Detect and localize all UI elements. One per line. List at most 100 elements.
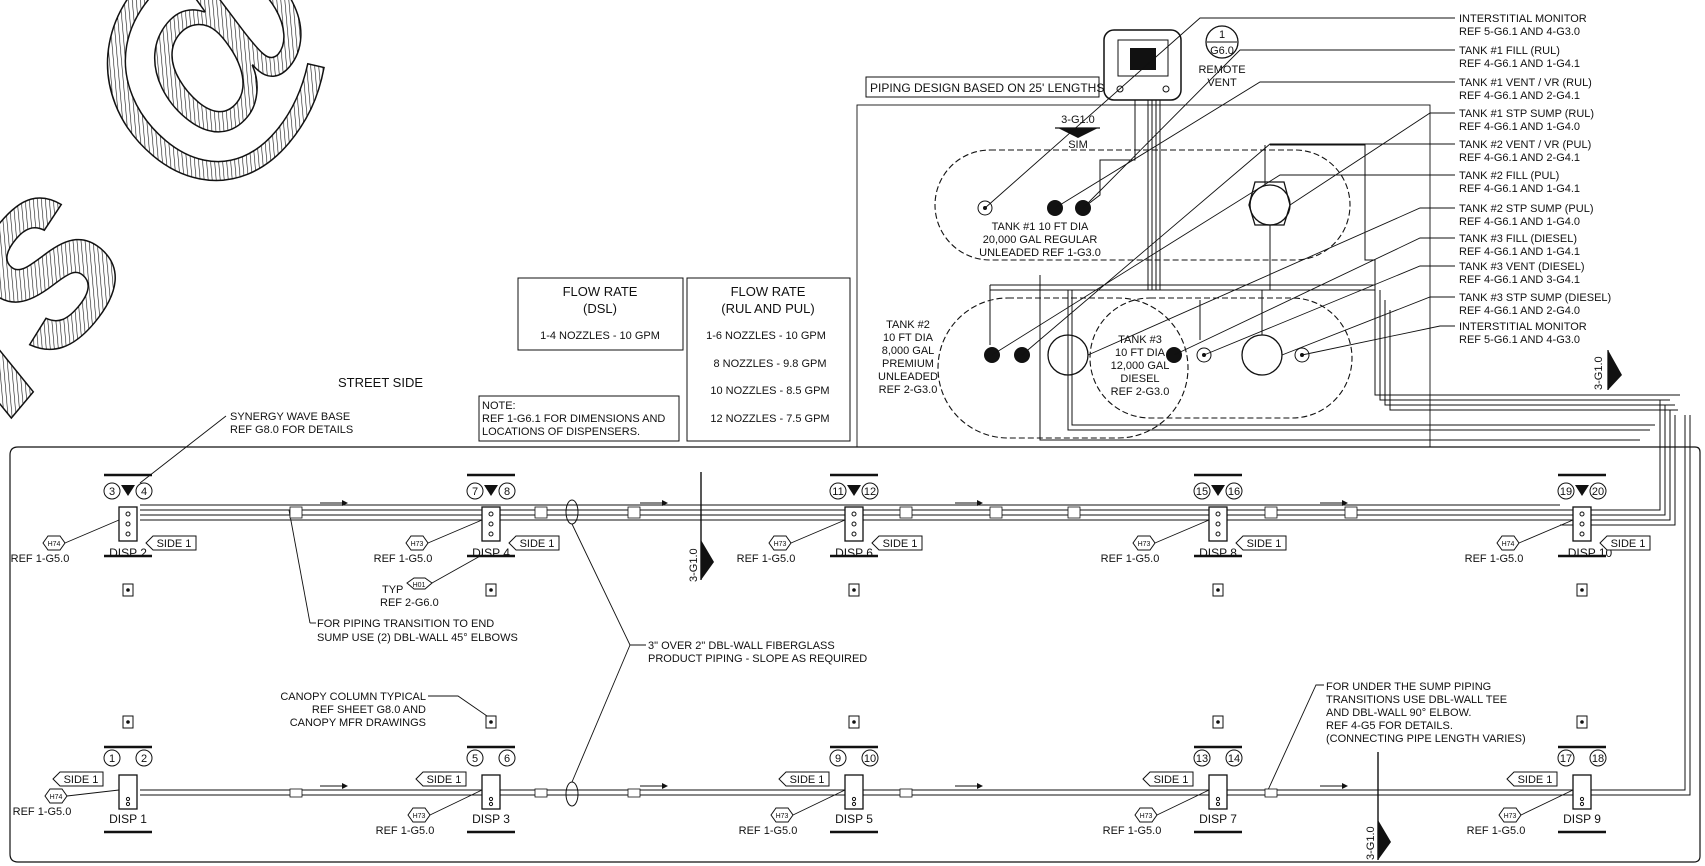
svg-text:REF 4-G5 FOR DETAILS.: REF 4-G5 FOR DETAILS. bbox=[1326, 720, 1453, 732]
flow-rate-dsl-table: FLOW RATE (DSL) 1-4 NOZZLES - 10 GPM bbox=[517, 277, 684, 351]
svg-text:UNLEADED: UNLEADED bbox=[878, 371, 938, 383]
equipment-ref: REF 1-G5.0 bbox=[1101, 553, 1160, 565]
dispenser-name: DISP 4 bbox=[472, 546, 510, 560]
pipe-coupling bbox=[1264, 506, 1278, 519]
equipment-tag: H74 bbox=[48, 541, 61, 548]
svg-text:PREMIUM: PREMIUM bbox=[882, 358, 934, 370]
equipment-tag: H73 bbox=[776, 813, 789, 820]
canopy-column-center bbox=[126, 720, 130, 724]
svg-text:CANOPY MFR DRAWINGS: CANOPY MFR DRAWINGS bbox=[290, 717, 426, 729]
nozzle-number-left: 13 bbox=[1196, 753, 1208, 765]
nozzle-port bbox=[851, 531, 857, 537]
svg-text:REF SHEET G8.0 AND: REF SHEET G8.0 AND bbox=[312, 704, 426, 716]
flow-arrow-head bbox=[1342, 783, 1348, 789]
side-label: SIDE 1 bbox=[64, 774, 99, 786]
nozzle-number-right: 2 bbox=[141, 753, 147, 765]
nozzle-number-right: 18 bbox=[1592, 753, 1604, 765]
dispenser-body bbox=[481, 774, 501, 810]
nozzle-port bbox=[1579, 531, 1585, 537]
svg-text:REF 4-G6.1 AND 3-G4.1: REF 4-G6.1 AND 3-G4.1 bbox=[1459, 274, 1580, 286]
dispenser-name: DISP 5 bbox=[835, 812, 873, 826]
pipe-coupling bbox=[627, 506, 641, 519]
svg-text:3" OVER 2" DBL-WALL FIBERGLASS: 3" OVER 2" DBL-WALL FIBERGLASS bbox=[648, 640, 835, 652]
svg-text:(DSL): (DSL) bbox=[583, 301, 617, 316]
piping-group-marker-bottom bbox=[565, 781, 579, 807]
equipment-tag-leader bbox=[790, 519, 846, 544]
svg-text:REF 4-G6.1 AND 2-G4.1: REF 4-G6.1 AND 2-G4.1 bbox=[1459, 152, 1580, 164]
svg-text:TANK #3 STP SUMP (DIESEL): TANK #3 STP SUMP (DIESEL) bbox=[1459, 292, 1611, 304]
piping-design-note-box bbox=[865, 76, 1100, 98]
svg-text:REF 2-G6.0: REF 2-G6.0 bbox=[380, 597, 439, 609]
nozzle-number-bubble bbox=[135, 749, 153, 767]
nozzle-number-bubble bbox=[829, 482, 847, 500]
nozzle-port bbox=[1579, 796, 1585, 802]
side-label-tag bbox=[1599, 535, 1651, 551]
nozzle-number-bubble bbox=[1557, 482, 1575, 500]
svg-text:REF 5-G6.1 AND 4-G3.0: REF 5-G6.1 AND 4-G3.0 bbox=[1459, 334, 1580, 346]
dispenser-body bbox=[1208, 774, 1228, 810]
nozzle-port bbox=[1215, 521, 1221, 527]
tank-pit bbox=[856, 104, 1431, 448]
equipment-tag-leader bbox=[1518, 519, 1574, 544]
nozzle-number-bubble bbox=[1225, 749, 1243, 767]
nozzle-number-left: 5 bbox=[472, 753, 478, 765]
tank-2 bbox=[937, 297, 1189, 439]
synergy-base-marker bbox=[847, 485, 861, 496]
equipment-ref: REF 1-G5.0 bbox=[1103, 825, 1162, 837]
equipment-tag-leader bbox=[427, 519, 483, 544]
svg-text:SUMP USE (2) DBL-WALL 45° ELBO: SUMP USE (2) DBL-WALL 45° ELBOWS bbox=[317, 632, 518, 644]
pipe-coupling bbox=[899, 788, 913, 798]
side-label: SIDE 1 bbox=[1518, 774, 1553, 786]
pipe-coupling bbox=[899, 506, 913, 519]
nozzle-number-right: 14 bbox=[1228, 753, 1240, 765]
pipe-coupling bbox=[989, 506, 1003, 519]
pipe-coupling bbox=[1264, 788, 1278, 798]
nozzle-number-bubble bbox=[1589, 749, 1607, 767]
svg-text:REF 4-G6.1 AND 1-G4.1: REF 4-G6.1 AND 1-G4.1 bbox=[1459, 183, 1580, 195]
nozzle-number-left: 3 bbox=[109, 486, 115, 498]
equipment-tag: H73 bbox=[774, 541, 787, 548]
nozzle-number-left: 9 bbox=[835, 753, 841, 765]
svg-text:3-G1.0: 3-G1.0 bbox=[688, 548, 700, 582]
svg-text:10 FT DIA: 10 FT DIA bbox=[883, 332, 934, 344]
side-label-tag bbox=[1142, 771, 1194, 787]
svg-text:REF 2-G3.0: REF 2-G3.0 bbox=[879, 384, 938, 396]
nozzle-number-left: 7 bbox=[472, 486, 478, 498]
equipment-ref: REF 1-G5.0 bbox=[376, 825, 435, 837]
flow-arrow-head bbox=[662, 783, 668, 789]
nozzle-number-right: 4 bbox=[141, 486, 147, 498]
svg-text:REF G8.0 FOR DETAILS: REF G8.0 FOR DETAILS bbox=[230, 424, 353, 436]
remote-vent: 1 G6.0 REMOTE VENT bbox=[1103, 25, 1246, 101]
side-label: SIDE 1 bbox=[1611, 538, 1646, 550]
tank-piping bbox=[989, 100, 1691, 796]
pipe-coupling bbox=[627, 788, 641, 798]
nozzle-number-left: 17 bbox=[1560, 753, 1572, 765]
equipment-ref: REF 1-G5.0 bbox=[13, 806, 72, 818]
nozzle-number-bubble bbox=[861, 749, 879, 767]
remote-vent-ref: G6.0 bbox=[1210, 45, 1234, 57]
nozzle-number-bubble bbox=[1193, 749, 1211, 767]
svg-text:FLOW RATE: FLOW RATE bbox=[731, 284, 806, 299]
svg-text:TANK #2 FILL (PUL): TANK #2 FILL (PUL) bbox=[1459, 170, 1559, 182]
svg-text:TANK #1 STP SUMP (RUL): TANK #1 STP SUMP (RUL) bbox=[1459, 108, 1594, 120]
equipment-tag: H73 bbox=[1140, 813, 1153, 820]
svg-text:TANK #2 VENT / VR (PUL): TANK #2 VENT / VR (PUL) bbox=[1459, 139, 1591, 151]
section-mark-middle: 3-G1.0 bbox=[688, 472, 714, 582]
equipment-tag-leader bbox=[1154, 519, 1210, 544]
nozzle-port bbox=[488, 511, 494, 517]
equipment-tag-leader bbox=[1156, 789, 1210, 816]
nozzle-number-bubble bbox=[498, 482, 516, 500]
svg-text:LOCATIONS OF DISPENSERS.: LOCATIONS OF DISPENSERS. bbox=[482, 426, 640, 438]
svg-text:TANK #1 FILL (RUL): TANK #1 FILL (RUL) bbox=[1459, 45, 1560, 57]
section-mark-top: 3-G1.0 SIM bbox=[1055, 114, 1100, 151]
equipment-tag-leader bbox=[64, 519, 120, 544]
dispenser-name: DISP 2 bbox=[109, 546, 147, 560]
dispenser-body bbox=[1208, 506, 1228, 542]
equipment-tag-leader bbox=[1520, 789, 1574, 816]
dispenser-name: DISP 9 bbox=[1563, 812, 1601, 826]
remote-vent-number: 1 bbox=[1219, 29, 1225, 41]
canopy-column-center bbox=[489, 588, 493, 592]
dispenser-body bbox=[118, 774, 138, 810]
